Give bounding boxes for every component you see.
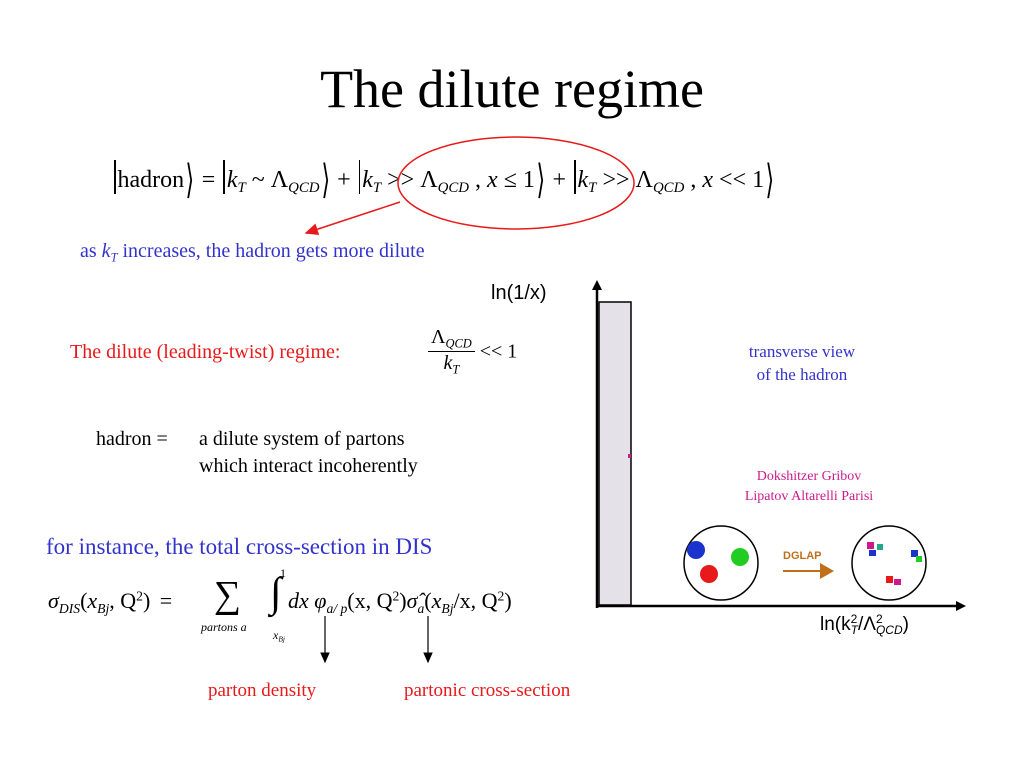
y-axis-label: ln(1/x) bbox=[491, 282, 547, 304]
hadron-ket-label: hadron bbox=[117, 167, 185, 193]
parton-small-3 bbox=[869, 550, 876, 556]
parton-green bbox=[731, 548, 749, 566]
integrand: dx φa/ p(x, Q2)σ̂a(xBj/x, Q2) bbox=[288, 588, 512, 616]
parton-small-4 bbox=[911, 550, 918, 557]
hadron-state-equation: hadron⟩ = kT ~ ΛQCD⟩ + kT >> ΛQCD , x ≤ … bbox=[112, 160, 776, 200]
dglap-names: Dokshitzer Gribov Lipatov Altarelli Pari… bbox=[744, 469, 874, 504]
x-axis-arrow bbox=[956, 601, 966, 611]
hadron-definition: hadron = bbox=[96, 426, 168, 453]
hadron-circle-left bbox=[683, 525, 759, 601]
partonic-cross-section-label: partonic cross-section bbox=[404, 680, 571, 701]
highlight-ellipse bbox=[397, 136, 635, 230]
integral-lower: xBj bbox=[273, 628, 285, 644]
regime-label: The dilute (leading-twist) regime: bbox=[70, 341, 341, 363]
parton-small-2 bbox=[877, 544, 883, 550]
integral-symbol: ∫ bbox=[270, 570, 282, 616]
dis-formula: σDIS(xBj, Q2) = bbox=[48, 588, 173, 616]
dglap-tag: DGLAP bbox=[783, 550, 822, 562]
parton-small-7 bbox=[894, 579, 901, 585]
parton-small-5 bbox=[916, 556, 922, 562]
transverse-view-label: transverse view of the hadron bbox=[748, 342, 856, 384]
hadron-circle-right bbox=[851, 525, 927, 601]
sum-symbol: ∑ bbox=[214, 574, 242, 616]
stray-mark bbox=[628, 454, 631, 458]
y-axis-arrow bbox=[592, 280, 602, 290]
page-title: The dilute regime bbox=[320, 59, 704, 119]
parton-density-label: parton density bbox=[208, 680, 317, 701]
parton-small-6 bbox=[886, 576, 893, 583]
parton-red bbox=[700, 565, 718, 583]
annotation-arrow bbox=[304, 201, 401, 235]
instance-text: for instance, the total cross-section in… bbox=[46, 534, 433, 559]
integral-upper: 1 bbox=[280, 566, 286, 580]
parton-blue bbox=[687, 541, 705, 559]
shaded-region bbox=[598, 301, 632, 606]
dglap-figure: DGLAP bbox=[592, 280, 966, 611]
dilute-annotation: as kT increases, the hadron gets more di… bbox=[80, 240, 425, 265]
definition-lhs: hadron = bbox=[96, 428, 168, 450]
regime-condition: ΛQCD kT << 1 bbox=[428, 326, 517, 378]
definition-rhs: a dilute system of partons which interac… bbox=[199, 428, 418, 477]
parton-small-1 bbox=[867, 542, 874, 549]
sum-subscript: partons a bbox=[201, 620, 247, 634]
